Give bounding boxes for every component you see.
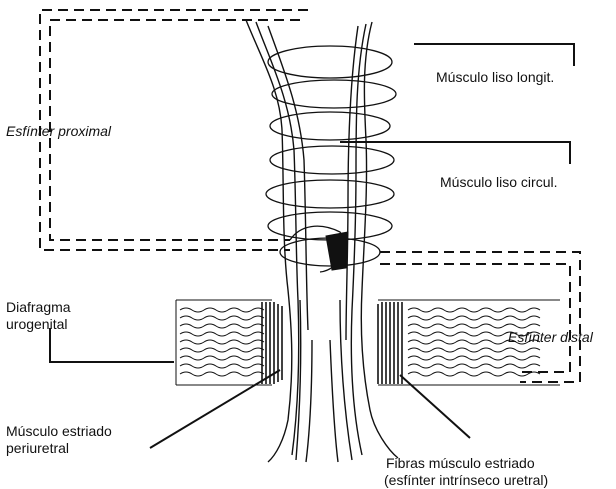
leader-diafragma (50, 328, 174, 362)
bladder-neck-opening (326, 232, 348, 270)
urogenital-diaphragm-left (176, 300, 272, 385)
leader-estriado-periuretral (150, 370, 280, 448)
label-esfinter-proximal: Esfínter proximal (6, 123, 112, 139)
label-esfinter-distal: Esfínter distal (508, 329, 594, 345)
leader-musculo-liso-longit (414, 44, 574, 66)
label-musculo-liso-longit: Músculo liso longit. (436, 69, 554, 85)
label-diafragma-line2: urogenital (6, 316, 68, 332)
label-estriado-peri-line2: periuretral (6, 440, 69, 456)
leader-fibras (400, 375, 470, 438)
label-diafragma-line1: Diafragma (6, 299, 71, 315)
leader-musculo-liso-circul (340, 142, 570, 164)
label-fibras-line2: (esfínter intrínseco uretral) (384, 472, 548, 488)
label-estriado-peri-line1: Músculo estriado (6, 423, 112, 439)
label-musculo-liso-circul: Músculo liso circul. (440, 174, 557, 190)
label-fibras-line1: Fibras músculo estriado (386, 455, 535, 471)
